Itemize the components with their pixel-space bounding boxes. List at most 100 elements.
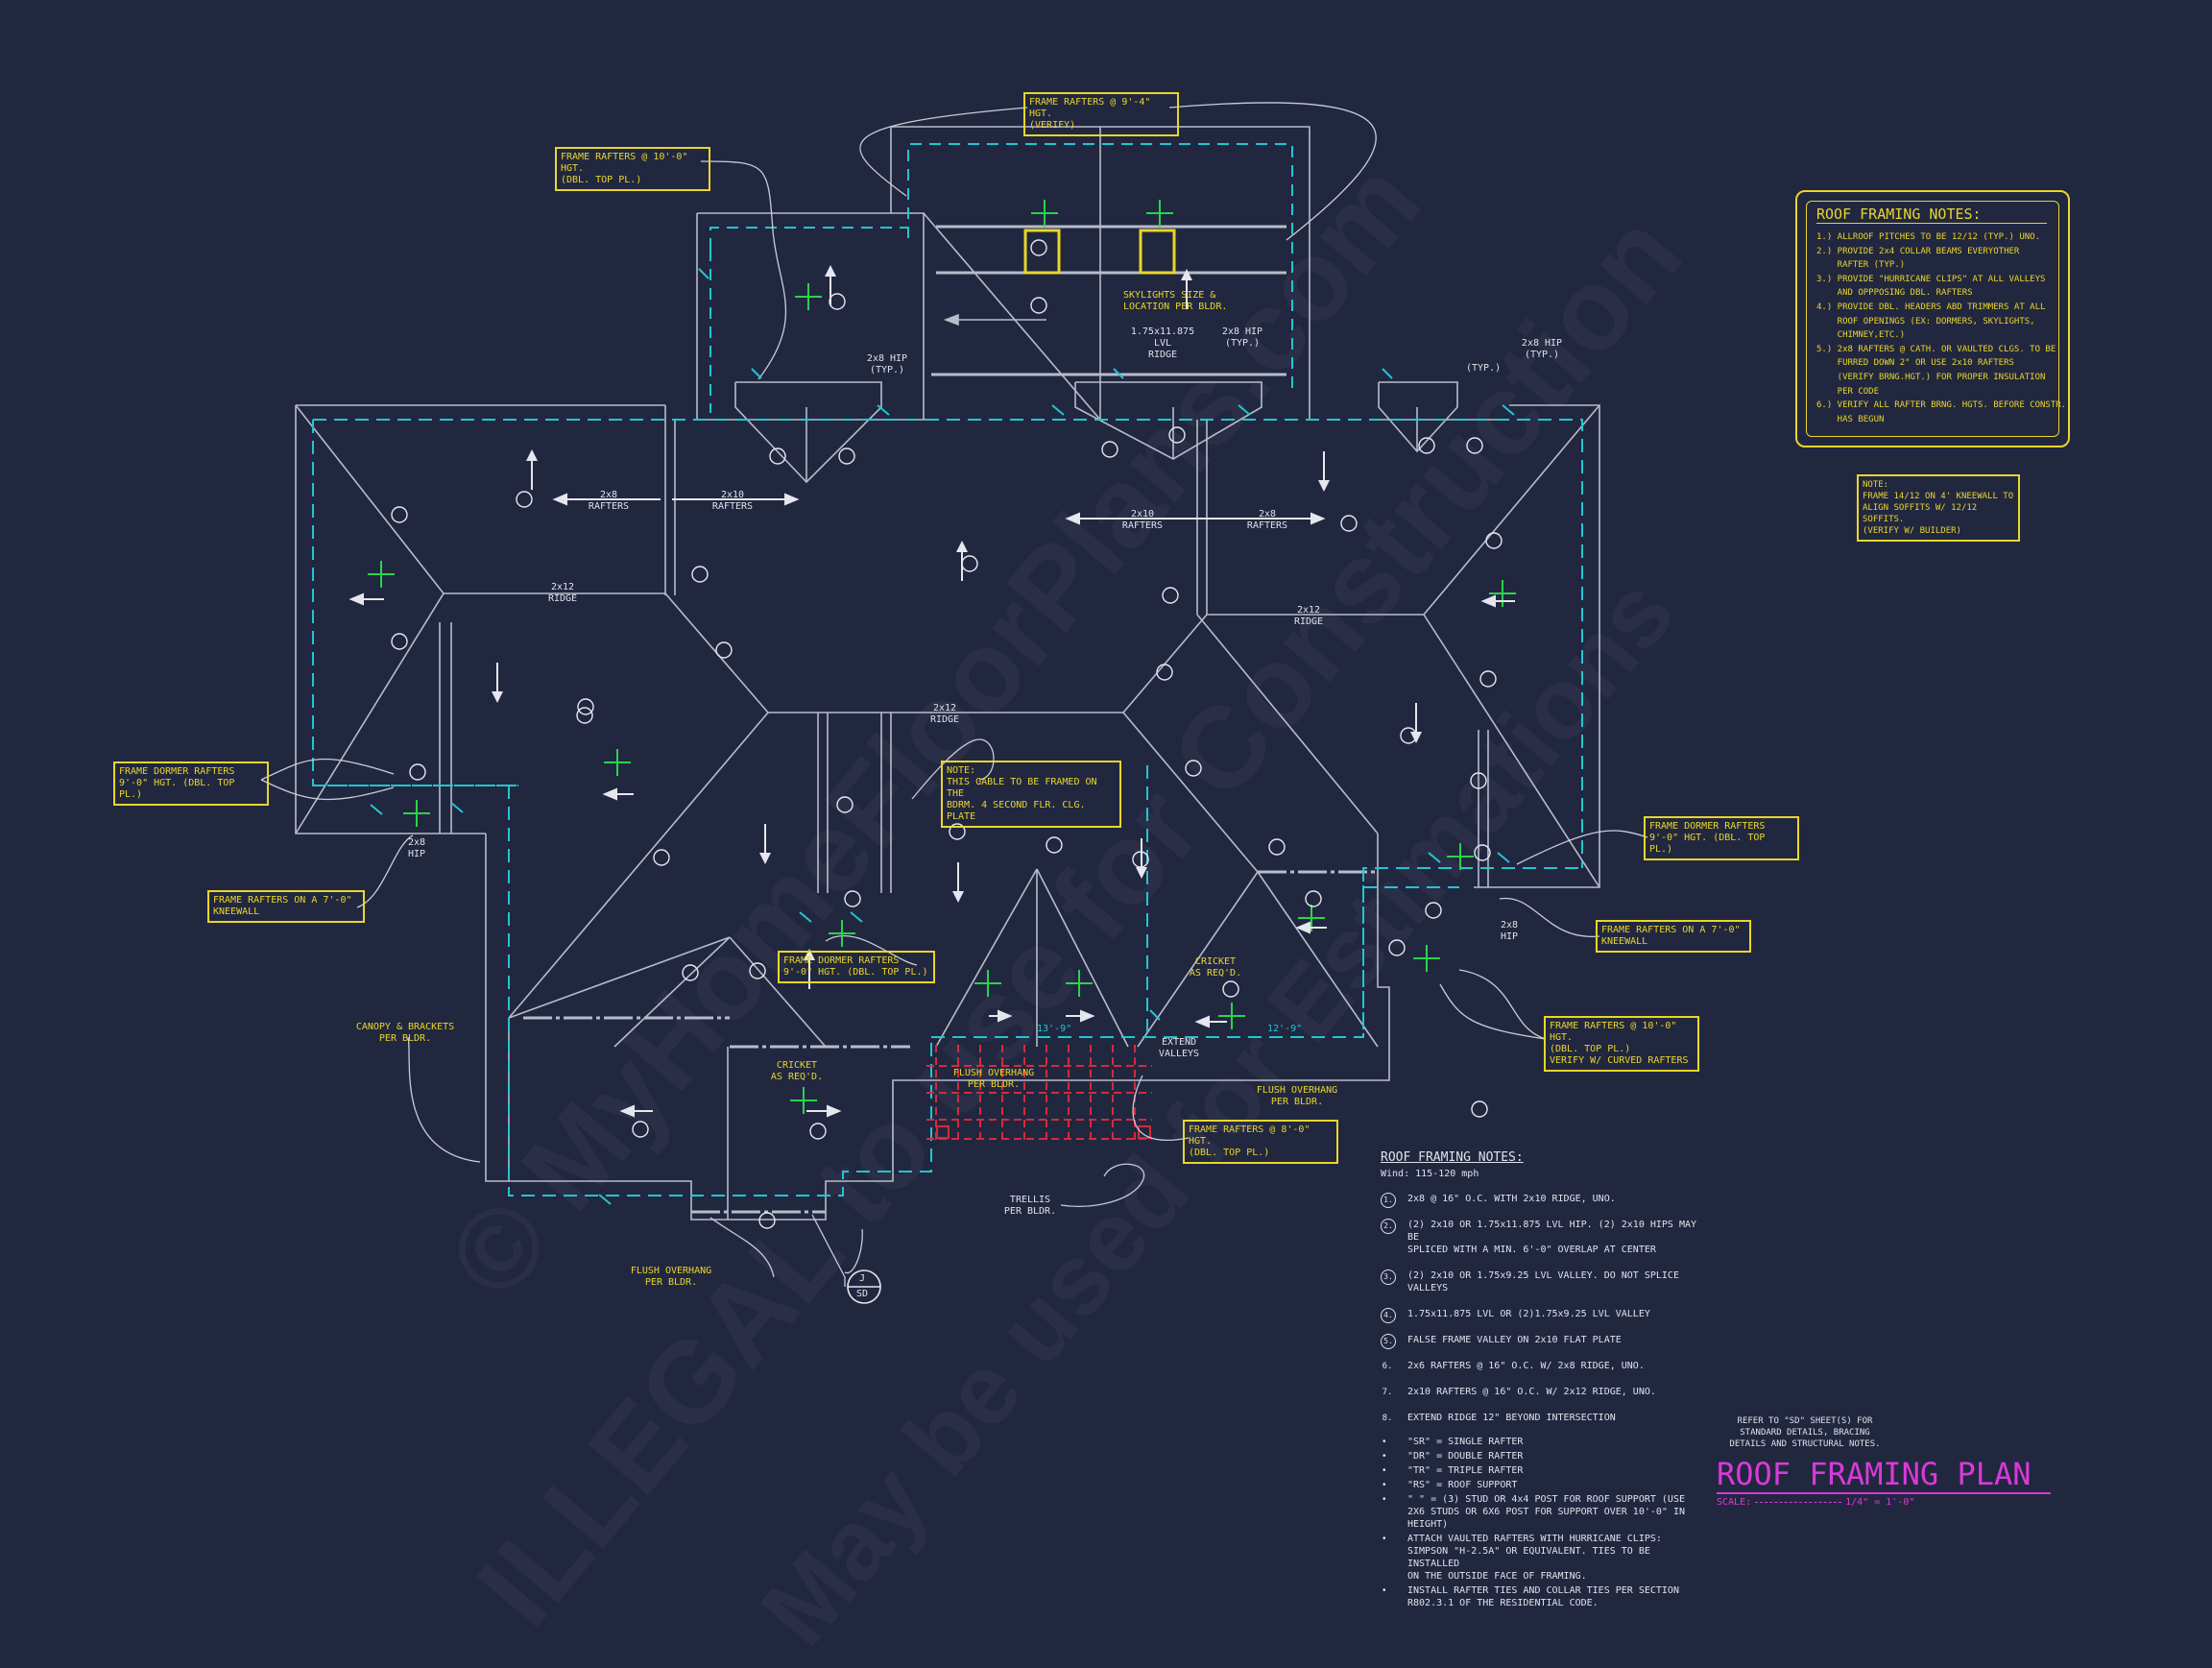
kneewall-note-line: ALIGN SOFFITS W/ 12/12 SOFFITS. [1863, 503, 1978, 524]
label-line: FLUSH OVERHANG [1256, 1085, 1338, 1096]
callout-line: 9'-0" HGT. (DBL. TOP PL.) [119, 778, 235, 800]
bullet-text: INSTALL RAFTER TIES AND COLLAR TIES PER … [1407, 1585, 1679, 1596]
skylights [1023, 229, 1176, 275]
label-line: 2x10 [1130, 509, 1155, 520]
label-line: 2x12 [1296, 605, 1321, 616]
callout-rafters-8-0: FRAME RAFTERS @ 8'-0" HGT. (DBL. TOP PL.… [1183, 1120, 1338, 1164]
label-line: CRICKET [1194, 956, 1237, 967]
label-ridge-lvl: 1.75x11.875 LVL RIDGE [1119, 326, 1206, 361]
label-line: 1.75x11.875 LVL [1130, 326, 1195, 349]
bullet-text: "DR" = DOUBLE RAFTER [1407, 1451, 1524, 1462]
label-rafters-2x8-right: 2x8 RAFTERS [1238, 509, 1296, 532]
section-tag-bottom: SD [856, 1289, 869, 1299]
kneewall-note-line: NOTE: [1863, 480, 1889, 490]
callout-line: FRAME RAFTERS @ 9'-4" HGT. [1029, 97, 1151, 119]
numbered-note: 1. 2x8 @ 16" O.C. WITH 2x10 RIDGE, UNO. [1381, 1193, 1707, 1208]
note-text: VALLEYS [1407, 1283, 1449, 1293]
lower-notes: ROOF FRAMING NOTES: Wind: 115-120 mph 1.… [1381, 1150, 1707, 1609]
label-flush-overhang-3: FLUSH OVERHANG PER BLDR. [628, 1266, 714, 1289]
notes-box-body: 1.) ALLROOF PITCHES TO BE 12/12 (TYP.) U… [1816, 230, 2066, 426]
callout-rafters-9-4: FRAME RAFTERS @ 9'-4" HGT. (VERIFY) [1023, 92, 1179, 136]
label-line: RIDGE [1147, 350, 1178, 360]
label-dim-12-9: 12'-9" [1267, 1024, 1303, 1034]
callout-line: FRAME DORMER RAFTERS [783, 955, 900, 966]
notes-box-title: ROOF FRAMING NOTES: [1816, 205, 1982, 223]
label-flush-overhang-1: FLUSH OVERHANG PER BLDR. [950, 1068, 1037, 1091]
numbered-note: 8. EXTEND RIDGE 12" BEYOND INTERSECTION [1381, 1412, 1707, 1424]
label-line: HIP [1500, 931, 1519, 942]
note-line: FURRED DOWN 2" OR USE 2x10 RAFTERS [1816, 358, 2014, 369]
label-line: TRELLIS [1009, 1195, 1051, 1205]
label-line: PER BLDR. [644, 1277, 698, 1288]
callout-rafters-10-0-right: FRAME RAFTERS @ 10'-0" HGT. (DBL. TOP PL… [1544, 1016, 1699, 1072]
bullet-dot: • [1382, 1494, 1386, 1505]
notes-box-title-underline [1816, 223, 2047, 224]
note-text: FALSE FRAME VALLEY ON 2x10 FLAT PLATE [1407, 1335, 1622, 1345]
scale-label: SCALE: [1717, 1497, 1752, 1508]
note-line: 1.) ALLROOF PITCHES TO BE 12/12 (TYP.) U… [1816, 232, 2040, 242]
label-line: VALLEYS [1158, 1049, 1200, 1059]
label-line: PER BLDR. [1003, 1206, 1057, 1217]
bullet-text: "TR" = TRIPLE RAFTER [1407, 1465, 1524, 1476]
label-line: RAFTERS [1121, 520, 1164, 531]
label-line: PER BLDR. [967, 1079, 1021, 1090]
label-line: FLUSH OVERHANG [952, 1068, 1035, 1078]
plan-title-underline [1717, 1492, 2051, 1494]
callout-line: KNEEWALL [213, 907, 260, 917]
callout-line: 9'-0" HGT. (DBL. TOP PL.) [783, 967, 928, 978]
callout-line: VERIFY W/ CURVED RAFTERS [1550, 1055, 1689, 1066]
label-line: 2x12 [550, 582, 575, 592]
note-text: (2) 2x10 OR 1.75x11.875 LVL HIP. (2) 2x1… [1407, 1220, 1697, 1243]
callout-line: (VERIFY) [1029, 120, 1076, 131]
note-line: 2.) PROVIDE 2x4 COLLAR BEAMS EVERYOTHER [1816, 246, 2020, 256]
section-tag [847, 1269, 881, 1304]
label-hip-left-dormer: 2x8 HIP [397, 837, 436, 860]
label-hip-top-mid: 2x8 HIP (TYP.) [1214, 326, 1271, 350]
label-rafters-2x10-right: 2x10 RAFTERS [1114, 509, 1171, 532]
bullet-dot: • [1382, 1480, 1386, 1490]
callout-line: 9'-0" HGT. (DBL. TOP PL.) [1649, 833, 1766, 855]
label-ridge-right: 2x12 RIDGE [1280, 605, 1337, 628]
label-line: SKYLIGHTS SIZE & [1123, 290, 1216, 301]
bullet-note: •"SR" = SINGLE RAFTER [1381, 1436, 1707, 1448]
label-line: PER BLDR. [378, 1033, 432, 1044]
leader-lines [260, 102, 1648, 1287]
bullet-text: ATTACH VAULTED RAFTERS WITH HURRICANE CL… [1407, 1534, 1662, 1544]
callout-line: FRAME DORMER RAFTERS [1649, 821, 1766, 832]
label-line: 2x8 [407, 837, 426, 848]
note-text: (2) 2x10 OR 1.75x9.25 LVL VALLEY. DO NOT… [1407, 1270, 1679, 1281]
notes-box: ROOF FRAMING NOTES: 1.) ALLROOF PITCHES … [1795, 190, 2070, 447]
label-typ-top-right: (TYP.) [1466, 363, 1502, 374]
top-dormers [734, 381, 1458, 484]
note-number: 4. [1381, 1308, 1396, 1323]
note-line: ROOF OPENINGS (EX: DORMERS, SKYLIGHTS, [1816, 316, 2035, 326]
callout-line: FRAME DORMER RAFTERS [119, 766, 235, 777]
label-cricket-right: CRICKET AS REQ'D. [1187, 956, 1244, 979]
label-line: 2x10 [720, 490, 745, 500]
label-line: RAFTERS [711, 501, 754, 512]
label-hip-top-left: 2x8 HIP (TYP.) [858, 353, 916, 376]
label-line: FLUSH OVERHANG [630, 1266, 712, 1276]
callout-line: NOTE: [947, 765, 976, 776]
label-extend-valleys: EXTEND VALLEYS [1148, 1037, 1210, 1060]
label-rafters-2x8-left: 2x8 RAFTERS [580, 490, 637, 513]
lower-notes-title: ROOF FRAMING NOTES: [1381, 1150, 1524, 1165]
callout-dormer-left: FRAME DORMER RAFTERS 9'-0" HGT. (DBL. TO… [113, 761, 269, 806]
label-line: AS REQ'D. [770, 1072, 824, 1082]
label-canopy: CANOPY & BRACKETS PER BLDR. [348, 1022, 463, 1045]
note-line: RAFTER (TYP.) [1816, 260, 1906, 271]
label-skylights: SKYLIGHTS SIZE & LOCATION PER BLDR. [1123, 290, 1227, 313]
note-line: 4.) PROVIDE DBL. HEADERS ABD TRIMMERS AT… [1816, 302, 2046, 312]
label-dim-13-9: 13'-9" [1037, 1024, 1072, 1034]
callout-line: FRAME RAFTERS @ 10'-0" HGT. [561, 152, 688, 174]
bullet-note: •" " = (3) STUD OR 4x4 POST FOR ROOF SUP… [1381, 1493, 1707, 1531]
refer-line: DETAILS AND STRUCTURAL NOTES. [1729, 1439, 1881, 1449]
bullet-dot: • [1382, 1585, 1386, 1596]
callout-line: THIS GABLE TO BE FRAMED ON THE [947, 777, 1097, 799]
label-line: HIP [407, 849, 426, 859]
kneewall-note-line: (VERIFY W/ BUILDER) [1863, 526, 1961, 536]
bullet-text: 2X6 STUDS OR 6X6 POST FOR SUPPORT OVER 1… [1407, 1507, 1685, 1517]
note-number: 8. [1382, 1414, 1393, 1423]
callout-line: FRAME RAFTERS @ 8'-0" HGT. [1189, 1124, 1310, 1147]
callout-line: FRAME RAFTERS ON A 7'-0" [213, 895, 352, 906]
